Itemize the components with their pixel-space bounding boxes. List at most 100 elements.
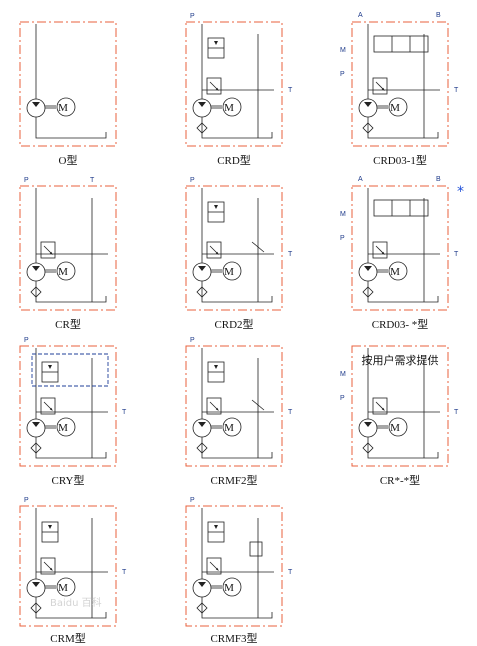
port-label-b: B bbox=[436, 176, 441, 183]
motor-label: M bbox=[58, 582, 68, 594]
tank-line bbox=[201, 437, 273, 459]
port-label-t: T bbox=[122, 409, 127, 416]
directional-valve-icon bbox=[207, 37, 225, 59]
tank-line bbox=[35, 117, 107, 139]
diagram-caption: CRD2型 bbox=[214, 317, 253, 331]
directional-valve-icon bbox=[41, 361, 59, 383]
port-label-t: T bbox=[454, 409, 459, 416]
diagram-caption: CRM型 bbox=[50, 631, 85, 645]
diagram-crmf3: M P T CRMF3型 bbox=[185, 497, 293, 645]
port-label-t: T bbox=[288, 409, 293, 416]
relief-valve-icon bbox=[372, 77, 388, 95]
port-label-t: T bbox=[288, 251, 293, 258]
diagram-caption: CRMF2型 bbox=[210, 473, 257, 487]
tank-line bbox=[201, 597, 273, 619]
pilot-dashed-box bbox=[31, 353, 109, 387]
diagram-cry: M P T CRY型 bbox=[19, 337, 127, 487]
tank-line bbox=[35, 281, 107, 303]
motor-label: M bbox=[224, 582, 234, 594]
port-label-p: P bbox=[340, 71, 345, 78]
port-label-m: M bbox=[340, 211, 346, 218]
port-label-p: P bbox=[190, 177, 195, 184]
diagram-cr: M P T CR型 bbox=[19, 177, 117, 331]
directional-valve-icon bbox=[207, 521, 225, 543]
diagram-caption: O型 bbox=[59, 153, 78, 167]
directional-valve-icon bbox=[41, 521, 59, 543]
diagram-frame bbox=[351, 21, 449, 147]
port-label-p: P bbox=[190, 13, 195, 20]
diagram-caption: CR*-*型 bbox=[380, 473, 420, 487]
throttle-valve-icon bbox=[251, 399, 265, 411]
diagram-frame bbox=[185, 345, 283, 467]
diagram-caption: CRD03-1型 bbox=[373, 153, 427, 167]
port-label-t: T bbox=[90, 177, 95, 184]
diagram-crmf2: M P T CRMF2型 bbox=[185, 337, 293, 487]
motor-label: M bbox=[58, 422, 68, 434]
tank-line bbox=[35, 597, 107, 619]
port-label-p: P bbox=[340, 235, 345, 242]
port-label-a: A bbox=[358, 176, 363, 183]
diagram-caption: CRY型 bbox=[51, 473, 84, 487]
motor-label: M bbox=[224, 422, 234, 434]
asterisk-mark: * bbox=[457, 184, 464, 200]
diagram-crd03-x: M A B M P T CRD03- *型 bbox=[340, 176, 459, 331]
watermark-logo: Baidu 百科 bbox=[50, 596, 102, 609]
port-label-p: P bbox=[24, 337, 29, 344]
port-label-p: P bbox=[190, 337, 195, 344]
diagram-caption: CRD型 bbox=[217, 153, 251, 167]
relief-valve-icon bbox=[206, 77, 222, 95]
diagram-crd03-1: M A B M P T CRD03-1型 bbox=[340, 12, 459, 167]
diagram-crd: M P T CRD型 bbox=[185, 13, 293, 167]
directional-valve-icon bbox=[207, 201, 225, 223]
port-label-t: T bbox=[288, 87, 293, 94]
relief-valve-icon bbox=[40, 241, 56, 259]
relief-valve-icon bbox=[206, 241, 222, 259]
tank-line bbox=[35, 437, 107, 459]
motor-label: M bbox=[224, 102, 234, 114]
motor-label: M bbox=[58, 102, 68, 114]
diagram-crd2: M P T CRD2型 bbox=[185, 177, 293, 331]
diagram-frame bbox=[19, 345, 117, 467]
solenoid-valve-icon bbox=[373, 35, 429, 53]
tank-line bbox=[201, 281, 273, 303]
tank-line bbox=[367, 281, 439, 303]
diagram-caption: CRMF3型 bbox=[210, 631, 257, 645]
solenoid-valve-icon bbox=[373, 199, 429, 217]
port-label-a: A bbox=[358, 12, 363, 19]
diagram-caption: CR型 bbox=[55, 317, 81, 331]
diagram-frame bbox=[19, 21, 117, 147]
port-label-m: M bbox=[340, 47, 346, 54]
port-label-t: T bbox=[122, 569, 127, 576]
diagram-frame bbox=[185, 21, 283, 147]
diagram-caption: CRD03- *型 bbox=[372, 317, 429, 331]
port-label-t: T bbox=[288, 569, 293, 576]
port-label-p: P bbox=[24, 177, 29, 184]
port-label-m: M bbox=[340, 371, 346, 378]
diagram-frame bbox=[19, 505, 117, 627]
port-label-b: B bbox=[436, 12, 441, 19]
tank-line bbox=[367, 437, 439, 459]
diagram-frame bbox=[351, 345, 449, 467]
port-label-p: P bbox=[340, 395, 345, 402]
motor-label: M bbox=[224, 266, 234, 278]
diagram-frame bbox=[19, 185, 117, 311]
port-label-t: T bbox=[454, 251, 459, 258]
diagram-crm: M P T CRM型 bbox=[19, 497, 127, 645]
tank-line bbox=[367, 117, 439, 139]
motor-label: M bbox=[390, 102, 400, 114]
throttle-valve-icon bbox=[251, 241, 265, 253]
directional-valve-icon bbox=[207, 361, 225, 383]
port-label-t: T bbox=[454, 87, 459, 94]
diagram-frame bbox=[351, 185, 449, 311]
diagram-frame bbox=[185, 505, 283, 627]
motor-label: M bbox=[390, 422, 400, 434]
port-label-p: P bbox=[190, 497, 195, 504]
tank-line bbox=[201, 117, 273, 139]
motor-label: M bbox=[58, 266, 68, 278]
port-label-p: P bbox=[24, 497, 29, 504]
diagram-frame bbox=[185, 185, 283, 311]
flow-control-icon bbox=[249, 541, 263, 557]
motor-label: M bbox=[390, 266, 400, 278]
